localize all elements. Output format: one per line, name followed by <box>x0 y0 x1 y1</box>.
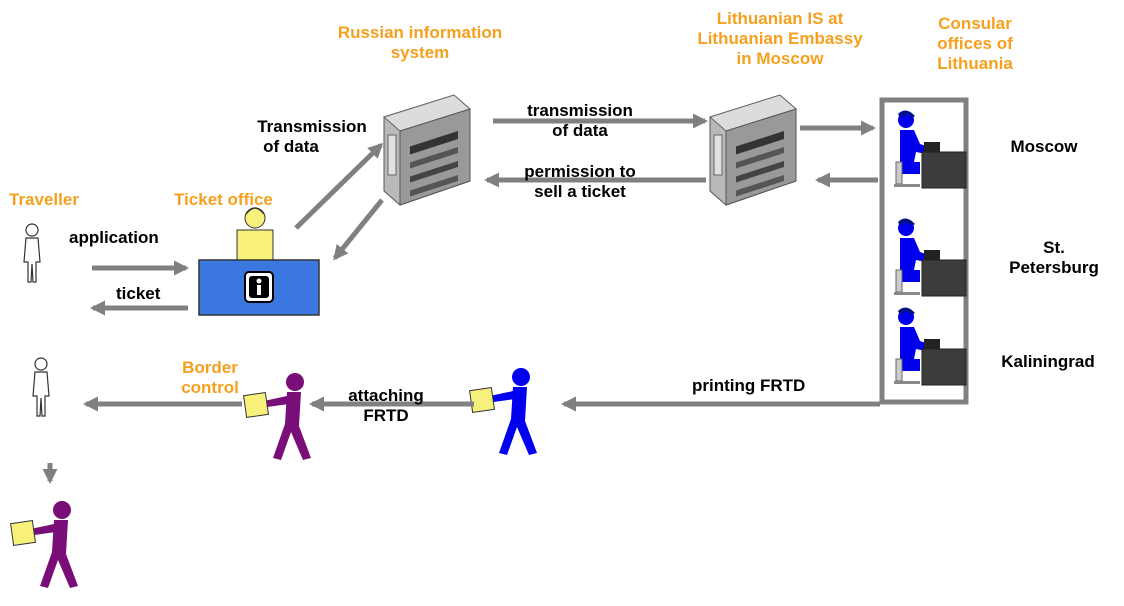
heading-line: in Moscow <box>736 49 824 68</box>
label-line: sell a ticket <box>534 182 626 201</box>
arrow-transmission-down <box>333 198 384 261</box>
label-line: Petersburg <box>1009 258 1099 277</box>
lithuanian-is-heading: Lithuanian IS at Lithuanian Embassy in M… <box>660 9 900 69</box>
label-line: St. <box>1043 238 1065 257</box>
label-line: transmission <box>527 101 633 120</box>
clerk-st-petersburg-icon <box>893 217 967 297</box>
courier-purple-exit-icon <box>10 500 79 589</box>
heading-line: control <box>181 378 239 397</box>
heading-line: Lithuania <box>937 54 1013 73</box>
traveller-border-icon <box>32 357 50 417</box>
consular-heading: Consular offices of Lithuania <box>900 14 1050 80</box>
printing-label: printing FRTD <box>692 376 806 395</box>
office-kaliningrad: Kaliningrad <box>1001 352 1095 371</box>
label-line: attaching <box>348 386 424 405</box>
heading-line: offices of <box>937 34 1013 53</box>
transmission-left-label: Transmission of data <box>232 117 392 157</box>
clerk-moscow-icon <box>893 109 967 189</box>
consular-offices-frame <box>879 97 969 405</box>
office-st-petersburg: St. Petersburg <box>994 238 1114 278</box>
label-line: FRTD <box>363 406 409 425</box>
clerk-kaliningrad-icon <box>893 306 967 386</box>
heading-line: Lithuanian Embassy <box>697 29 863 48</box>
heading-line: Lithuanian IS at <box>716 9 844 28</box>
heading-line: Russian information <box>337 23 503 42</box>
office-moscow: Moscow <box>1010 137 1078 156</box>
label-line: of data <box>263 137 319 156</box>
label-line: of data <box>552 121 608 140</box>
permission-label: permission to sell a ticket <box>500 162 660 202</box>
application-label: application <box>69 228 159 247</box>
arrow-transmission-up <box>294 142 384 230</box>
heading-line: Consular <box>938 14 1012 33</box>
attaching-label: attaching FRTD <box>336 386 436 426</box>
label-line: Transmission <box>257 117 367 136</box>
border-control-heading: Border control <box>160 358 260 398</box>
ticket-office-icon <box>198 207 320 316</box>
transmission-right-label: transmission of data <box>505 101 655 141</box>
heading-line: system <box>390 43 450 62</box>
heading-line: Border <box>182 358 238 377</box>
traveller-heading: Traveller <box>9 190 79 209</box>
traveller-icon <box>23 223 41 283</box>
courier-blue-icon <box>469 367 538 456</box>
label-line: permission to <box>524 162 636 181</box>
ticket-label: ticket <box>116 284 161 303</box>
russian-server-icon <box>383 94 471 206</box>
lithuanian-server-icon <box>709 94 797 206</box>
ticket-office-heading: Ticket office <box>174 190 273 209</box>
russian-is-heading: Russian information system <box>300 23 540 63</box>
